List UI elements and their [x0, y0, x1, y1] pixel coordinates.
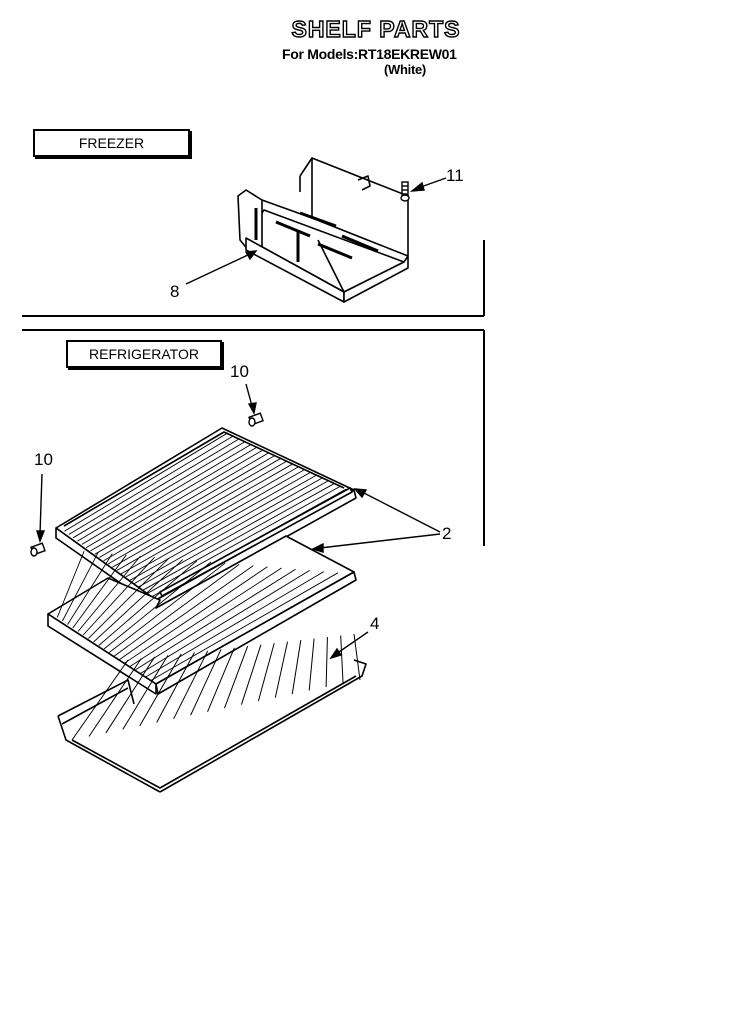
- wire-rod: [257, 643, 275, 702]
- shelf-hatch-line: [145, 571, 325, 678]
- callout-4: 4: [370, 614, 380, 633]
- shelf-hatch-line: [85, 446, 258, 549]
- page-title: SHELF PARTS: [291, 15, 461, 42]
- section-frame: [22, 240, 485, 546]
- shelf-hatch-line: [129, 567, 282, 667]
- model-line: For Models:RT18EKREW01: [282, 46, 457, 62]
- glass-shelf-lower-part-2: [47, 535, 357, 695]
- wire-rod: [291, 640, 302, 695]
- shelf-hatch-line: [81, 443, 252, 545]
- shelf-hatch-line: [142, 483, 335, 591]
- callout-11: 11: [446, 166, 464, 185]
- shelf-hatch-line: [134, 568, 296, 671]
- shelf-hatch-line: [72, 438, 240, 539]
- screw-part-11: [400, 181, 410, 202]
- wire-rod: [122, 655, 169, 730]
- wire-rod: [274, 641, 289, 698]
- shelf-hatch-line: [90, 449, 264, 552]
- shelf-hatch-line: [116, 466, 300, 571]
- shelf-hatch-line: [107, 460, 288, 565]
- color-line: (White): [384, 62, 426, 77]
- wire-rod: [207, 647, 235, 712]
- wire-shelf-part-4: [57, 659, 367, 793]
- wire-rod: [340, 635, 344, 684]
- shelf-hatch-line: [72, 554, 127, 629]
- shelf-hatch-line: [150, 572, 339, 681]
- callout-2: 2: [442, 524, 452, 543]
- shelf-hatch-line: [77, 440, 246, 542]
- shelf-hatch-line: [94, 452, 270, 555]
- shelf-hatch-line: [99, 454, 276, 558]
- shelf-hatch-line: [108, 562, 226, 653]
- wire-rod: [190, 649, 222, 716]
- freezer-shelf-part-8: [237, 157, 409, 303]
- wire-rod: [173, 650, 209, 720]
- glass-shelf-upper-hatching: [64, 432, 347, 598]
- shelf-hatch-line: [120, 469, 305, 575]
- shelf-hatch-line: [103, 561, 212, 650]
- shelf-hatch-line: [125, 471, 311, 578]
- shelf-hatch-line: [77, 555, 141, 632]
- shelf-hatch-line: [98, 560, 198, 646]
- wire-shelf-rods: [71, 633, 361, 741]
- refrigerator-section-label: REFRIGERATOR: [66, 340, 222, 368]
- shelf-hatch-line: [140, 570, 310, 674]
- wire-rod: [71, 659, 129, 741]
- glass-shelf-lower-hatching: [56, 551, 339, 681]
- wire-rod: [224, 646, 249, 709]
- wire-rod: [139, 653, 182, 727]
- wire-rod: [325, 637, 328, 688]
- freezer-section-label: FREEZER: [33, 129, 190, 157]
- wire-rod: [308, 638, 315, 691]
- shelf-hatch-line: [124, 566, 268, 664]
- shelf-hatch-line: [93, 559, 184, 643]
- shelf-hatch-line: [133, 477, 323, 585]
- wire-rod: [105, 656, 156, 734]
- callout-8: 8: [170, 282, 180, 301]
- wire-rod: [88, 658, 142, 737]
- shelf-hatch-line: [119, 565, 254, 660]
- shelf-hatch-line: [68, 435, 235, 535]
- shelf-hatch-line: [62, 552, 99, 622]
- callout-10-top: 10: [230, 362, 249, 381]
- shelf-hatch-line: [56, 551, 85, 618]
- shelf-pin-part-10: [30, 412, 264, 557]
- shelf-hatch-line: [88, 558, 170, 639]
- shelf-hatch-line: [64, 432, 229, 532]
- shelf-hatch-line: [67, 553, 113, 625]
- shelf-hatch-line: [138, 480, 329, 588]
- shelf-hatch-line: [82, 556, 155, 636]
- shelf-hatch-line: [114, 564, 240, 657]
- callout-10-left: 10: [34, 450, 53, 469]
- wire-rod: [156, 652, 195, 723]
- shelf-hatch-line: [112, 463, 294, 568]
- wire-rod: [353, 633, 361, 681]
- shelf-hatch-line: [129, 474, 317, 581]
- leader-lines: [36, 177, 447, 660]
- shelf-hatch-line: [103, 457, 282, 562]
- wire-rod: [240, 644, 262, 705]
- shelf-hatch-line: [151, 488, 347, 598]
